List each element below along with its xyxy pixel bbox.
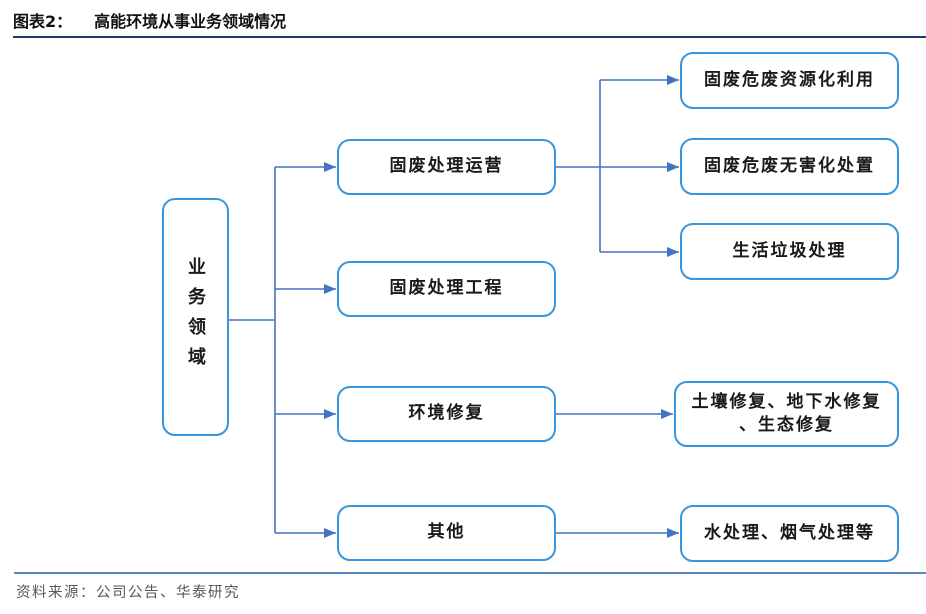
node-business-area: 业务领域 [162, 198, 229, 436]
node-household-waste-treatment: 生活垃圾处理 [680, 223, 899, 280]
node-label: 固废危废无害化处置 [704, 155, 875, 176]
figure-title: 图表2： 高能环境从事业务领域情况 [13, 8, 286, 32]
node-label: 固废处理工程 [389, 278, 504, 299]
node-label: 土壤修复、地下水修复 、生态修复 [691, 392, 882, 435]
source-note: 资料来源：公司公告、华泰研究 [16, 585, 240, 601]
node-solid-waste-treatment-operation: 固废处理运营 [337, 139, 556, 195]
node-others: 其他 [337, 505, 556, 561]
figure-number: 图表2： [13, 12, 73, 31]
node-label: 水处理、烟气处理等 [704, 522, 875, 543]
node-solid-waste-treatment-engineering: 固废处理工程 [337, 261, 556, 317]
node-hazardous-waste-harmless-disposal: 固废危废无害化处置 [680, 138, 899, 195]
node-label: 固废危废资源化利用 [704, 69, 875, 90]
source-divider [14, 572, 926, 574]
node-water-flue-gas-treatment: 水处理、烟气处理等 [680, 505, 899, 562]
title-divider [13, 36, 926, 38]
node-soil-groundwater-eco-remediation: 土壤修复、地下水修复 、生态修复 [674, 381, 899, 447]
node-hazardous-waste-resource-utilization: 固废危废资源化利用 [680, 52, 899, 109]
node-business-area-label: 业务领域 [185, 257, 206, 377]
node-label: 固废处理运营 [389, 156, 504, 177]
figure-title-text: 高能环境从事业务领域情况 [94, 12, 287, 31]
node-label: 生活垃圾处理 [732, 240, 847, 261]
node-label: 环境修复 [408, 403, 485, 424]
node-environmental-remediation: 环境修复 [337, 386, 556, 442]
node-label: 其他 [427, 522, 466, 543]
